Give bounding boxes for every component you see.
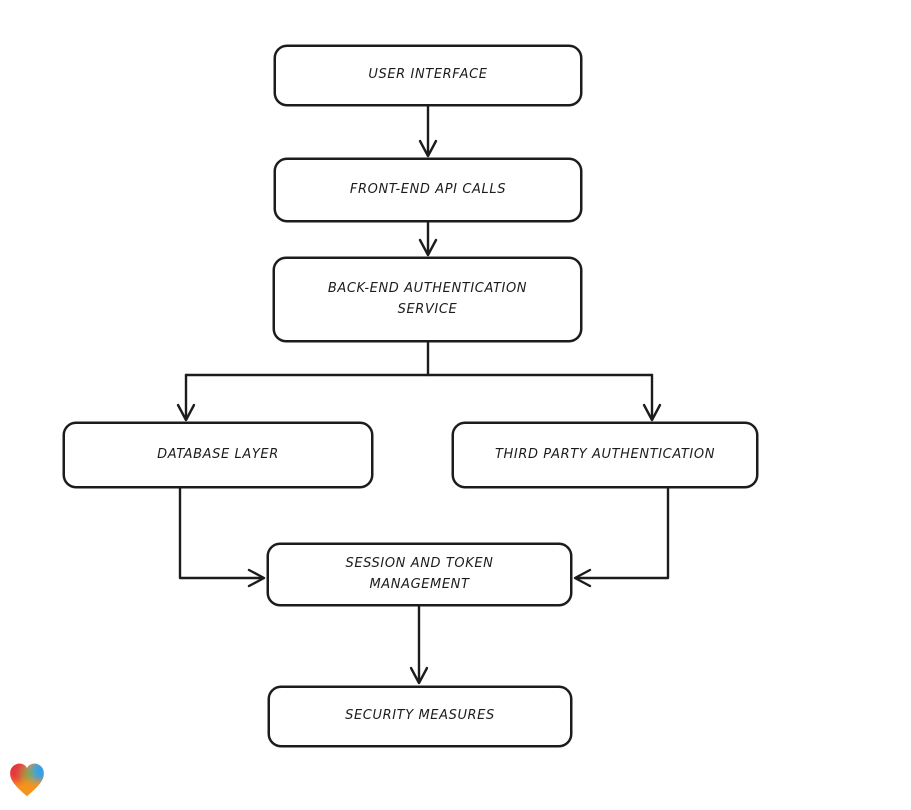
node-database-layer: DATABASE LAYER xyxy=(63,422,373,488)
node-label: USER INTERFACE xyxy=(368,67,488,83)
arrowhead-down-icon xyxy=(642,403,662,422)
node-front-end-api-calls: FRONT-END API CALLS xyxy=(274,158,582,222)
node-security-measures: SECURITY MEASURES xyxy=(268,686,572,747)
node-label: BACK-END AUTHENTICATION SERVICE xyxy=(327,280,528,317)
node-back-end-authentication-service: BACK-END AUTHENTICATION SERVICE xyxy=(273,257,582,342)
node-session-and-token-management: SESSION AND TOKEN MANAGEMENT xyxy=(267,543,572,606)
node-label: SECURITY MEASURES xyxy=(345,708,495,724)
edge-frontend-to-backend xyxy=(418,220,438,257)
heart-icon xyxy=(10,763,44,797)
arrowhead-down-icon xyxy=(176,403,196,422)
node-user-interface: USER INTERFACE xyxy=(274,45,582,106)
eraser-heart-logo[interactable] xyxy=(9,762,45,799)
edge-database-to-session xyxy=(178,486,266,588)
arrowhead-down-icon xyxy=(409,666,429,685)
node-label: DATABASE LAYER xyxy=(157,446,279,462)
arrowhead-down-icon xyxy=(418,139,438,158)
node-label: FRONT-END API CALLS xyxy=(349,181,507,197)
edge-session-to-security xyxy=(409,604,429,685)
node-label: SESSION AND TOKEN MANAGEMENT xyxy=(345,555,494,592)
edge-backend-branch xyxy=(176,340,662,422)
arrowhead-left-icon xyxy=(573,568,592,588)
node-label: THIRD PARTY AUTHENTICATION xyxy=(494,446,716,462)
arrowhead-right-icon xyxy=(247,568,266,588)
edge-ui-to-frontend xyxy=(418,104,438,158)
node-third-party-authentication: THIRD PARTY AUTHENTICATION xyxy=(452,422,758,488)
edge-thirdparty-to-session xyxy=(573,487,670,588)
arrowhead-down-icon xyxy=(418,238,438,257)
